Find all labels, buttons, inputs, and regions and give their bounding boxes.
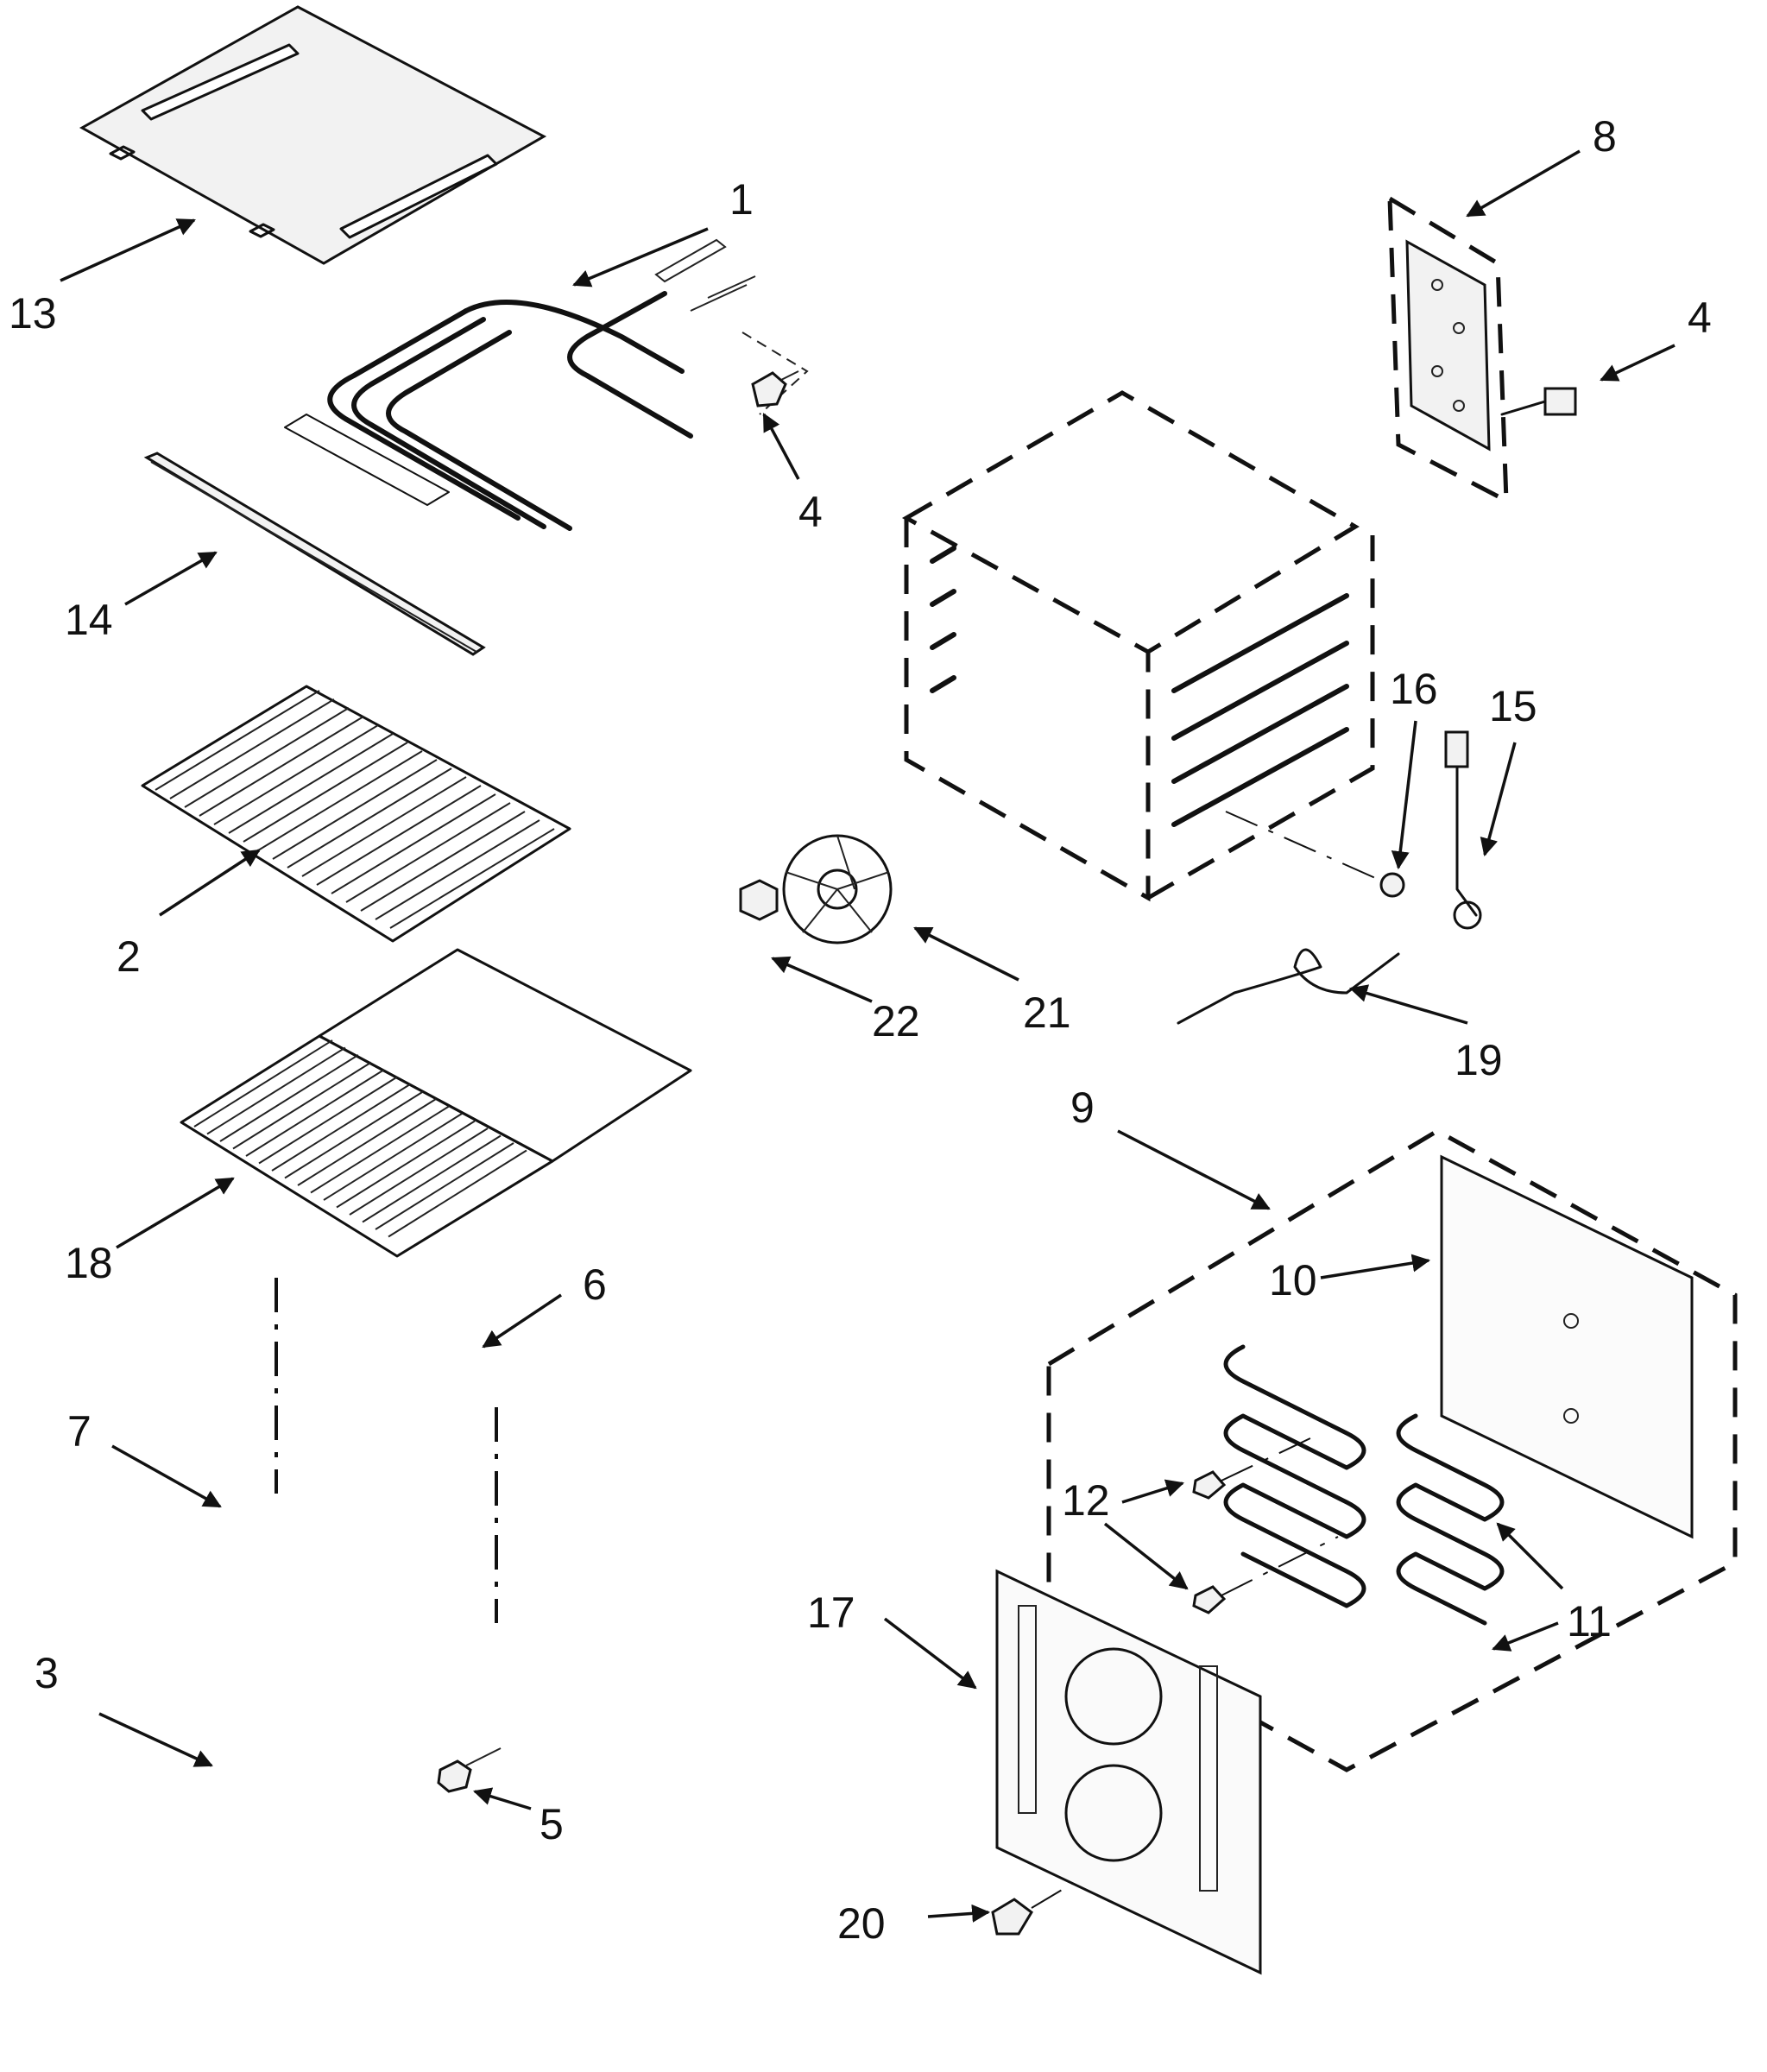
rack-wire [388, 1149, 527, 1238]
rack-wire [349, 1128, 489, 1216]
rack-wire [232, 1061, 372, 1150]
rack-wire [272, 759, 438, 860]
callout-22: 22 [872, 997, 920, 1045]
rack-wire [389, 828, 555, 929]
callout-3: 3 [35, 1649, 59, 1697]
meat-probe-part [1177, 948, 1400, 1025]
rack-wire [228, 733, 394, 834]
callout-13: 13 [9, 289, 57, 338]
rack-wire [345, 802, 511, 903]
oven-cavity [901, 390, 1375, 902]
rack-wire [245, 1069, 385, 1157]
callout-1: 1 [729, 175, 754, 224]
rack-wire [375, 1142, 514, 1230]
callout-18: 18 [65, 1239, 113, 1287]
callout-4b: 4 [1688, 294, 1712, 342]
rack-wire [284, 1090, 424, 1179]
callout-14: 14 [65, 596, 113, 644]
rack-wire [184, 707, 350, 808]
trim-strip-part [143, 452, 486, 656]
rack-wire [219, 1054, 359, 1142]
callout-5: 5 [540, 1800, 564, 1848]
fan-cover-part [995, 1569, 1262, 1975]
rack-wire [243, 742, 408, 843]
rack-wire [287, 768, 452, 869]
rack-wire [316, 785, 482, 886]
rack-wire [258, 1076, 398, 1165]
screw-part-4a [751, 370, 799, 407]
callout-20: 20 [837, 1899, 886, 1948]
rack-wire [297, 1098, 437, 1186]
callout-17: 17 [807, 1589, 855, 1637]
rack-wire [213, 724, 379, 825]
callout-19: 19 [1455, 1036, 1503, 1084]
callout-11a: 11 [1567, 1597, 1612, 1646]
rack-wire [155, 690, 320, 791]
top-panel-part [79, 5, 547, 265]
callout-leaders [60, 149, 1675, 1923]
callout-16: 16 [1390, 665, 1438, 713]
rack-wire [310, 1105, 450, 1194]
rack-wire [331, 793, 496, 894]
sliding-rack-part [180, 948, 692, 1258]
callout-21: 21 [1023, 989, 1071, 1037]
screw-part-12b [1192, 1536, 1339, 1614]
rack-wire [199, 716, 364, 817]
rack-wire [169, 698, 335, 799]
callout-7: 7 [67, 1407, 92, 1456]
rack-wire [362, 1134, 502, 1223]
oven-rack-part [141, 685, 571, 943]
callout-2: 2 [117, 932, 141, 981]
rack-wire [360, 811, 526, 912]
fan-blade-part [782, 834, 893, 944]
callout-15: 15 [1489, 682, 1537, 730]
rack-wire [193, 1039, 333, 1128]
rack-wire [206, 1046, 346, 1135]
rack-wire [323, 1113, 463, 1201]
rack-wire [257, 750, 423, 851]
trim-guide-lines [275, 1278, 498, 1623]
callout-10: 10 [1269, 1256, 1317, 1304]
callout-12a: 12 [1062, 1476, 1110, 1525]
rack-wire [375, 819, 540, 920]
rear-panel-part [1440, 1154, 1694, 1539]
convection-element-part [1223, 1344, 1505, 1626]
oven-sensor-part [1444, 730, 1482, 930]
convection-nut-part [1225, 811, 1405, 898]
callout-8: 8 [1593, 112, 1617, 161]
callout-9: 9 [1070, 1083, 1095, 1132]
rack-wire [271, 1083, 411, 1172]
fan-nut-part [739, 879, 779, 921]
rack-wire [336, 1120, 476, 1209]
control-board-part [1387, 194, 1509, 505]
rack-wire [301, 776, 467, 877]
callout-4a: 4 [798, 488, 823, 536]
bake-element-part [284, 238, 809, 531]
screw-part-4b [1500, 387, 1577, 416]
screw-part-5 [437, 1747, 502, 1793]
callout-labels: 1 2 3 4 4 5 6 7 8 9 10 11 11 12 12 13 14… [9, 112, 1712, 1948]
callout-6: 6 [583, 1260, 607, 1309]
